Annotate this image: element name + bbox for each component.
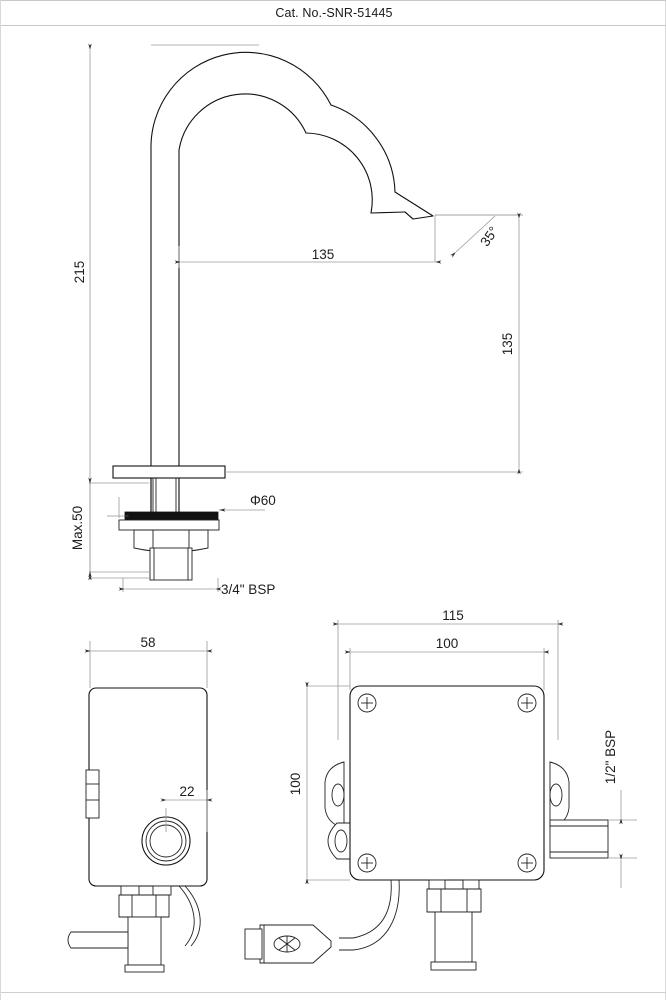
control-hex-nut bbox=[426, 888, 482, 913]
dim-label-135-reach: 135 bbox=[312, 247, 335, 262]
sensor-thread-tail bbox=[127, 916, 162, 966]
control-cable-outer bbox=[339, 879, 392, 939]
dim-label-215: 215 bbox=[72, 261, 87, 284]
dim-label-115: 115 bbox=[442, 608, 464, 623]
spout-outlet-nozzle bbox=[394, 191, 434, 220]
control-thread-tail bbox=[434, 911, 473, 963]
sensor-side-connector bbox=[85, 769, 100, 819]
dim-label-22: 22 bbox=[179, 784, 194, 799]
sensor-cable bbox=[178, 885, 195, 947]
sensor-outlet-collar-2 bbox=[152, 885, 172, 896]
screw-bottom-right bbox=[517, 853, 537, 873]
cable-connector-cap bbox=[244, 928, 263, 960]
control-cable-inner bbox=[339, 879, 400, 951]
mounting-ear-right bbox=[549, 761, 570, 829]
dim-label-dia60: Φ60 bbox=[250, 493, 276, 508]
sensor-thread-end bbox=[124, 964, 165, 973]
sensor-outlet-collar bbox=[120, 885, 140, 896]
mounting-ear-left bbox=[324, 761, 345, 829]
sensor-cable-2 bbox=[184, 885, 201, 947]
inlet-thread-tail bbox=[149, 547, 193, 581]
control-thread-end bbox=[430, 961, 477, 971]
sensor-hex-nut bbox=[118, 894, 170, 918]
spout-outer-left-wall bbox=[150, 51, 332, 581]
control-outlet-collar-l bbox=[428, 879, 446, 890]
control-box-enclosure bbox=[349, 685, 545, 881]
dim-label-100-width: 100 bbox=[436, 636, 459, 651]
spout-outlet-face bbox=[370, 211, 406, 214]
dim-label-58: 58 bbox=[140, 635, 155, 650]
spout-outlet-edge bbox=[404, 211, 414, 220]
sensor-inlet-pipe bbox=[67, 931, 129, 949]
rubber-gasket-band bbox=[124, 511, 219, 521]
sheet-bottom-rule bbox=[1, 992, 666, 993]
sensor-box-side-view: 58 22 bbox=[67, 635, 213, 973]
control-box-front-view: 115 100 100 bbox=[244, 608, 637, 971]
dim-label-135-height: 135 bbox=[500, 333, 515, 356]
dim-label-bsp34: 3/4" BSP bbox=[221, 582, 275, 597]
title-bar: Cat. No.-SNR-51445 bbox=[1, 0, 666, 26]
angle-leader-35 bbox=[450, 215, 496, 258]
mounting-washer bbox=[118, 519, 220, 531]
dim-label-bsp12: 1/2" BSP bbox=[603, 730, 618, 784]
dim-label-max50: Max.50 bbox=[70, 506, 85, 550]
dim-label-100-height: 100 bbox=[288, 773, 303, 796]
spout-outer-arc bbox=[330, 104, 396, 193]
cable-gland-left-ring bbox=[334, 829, 348, 853]
mounting-slot-right bbox=[549, 783, 563, 807]
control-outlet-collar-r bbox=[462, 879, 480, 890]
dim-label-35-degrees: 35° bbox=[477, 224, 501, 249]
screw-top-left bbox=[357, 693, 377, 713]
spout-inner-arc bbox=[305, 132, 373, 214]
screw-top-right bbox=[517, 693, 537, 713]
mounting-slot-left bbox=[331, 783, 345, 807]
spout-inner-right-wall bbox=[178, 93, 307, 581]
catalogue-number: Cat. No.-SNR-51445 bbox=[275, 6, 393, 20]
deck-flange-plate bbox=[112, 465, 226, 479]
faucet-elevation-view: 215 135 35° 135 Φ60 Max.5 bbox=[70, 43, 523, 597]
screw-bottom-left bbox=[357, 853, 377, 873]
